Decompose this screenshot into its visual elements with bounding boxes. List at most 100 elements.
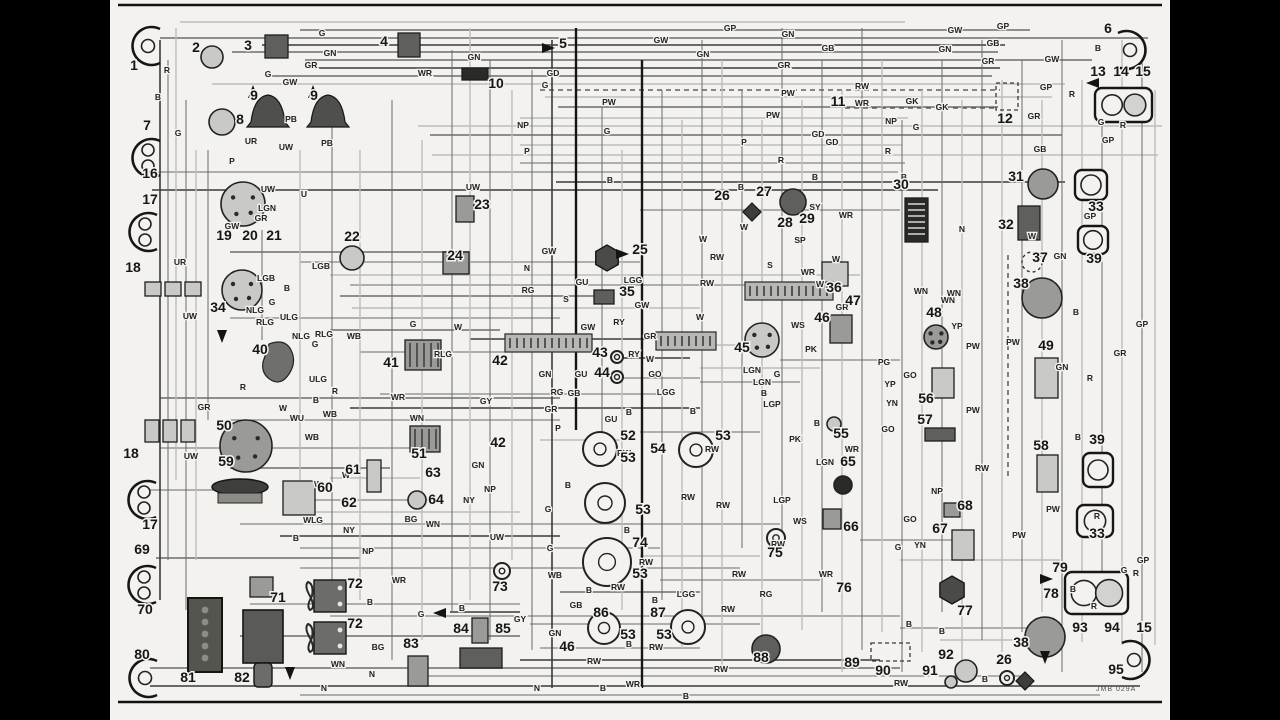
wire-code-label: R [885, 146, 891, 156]
component-number: 25 [632, 241, 648, 257]
component-number: 75 [767, 544, 783, 560]
box-component [249, 576, 274, 598]
component-number: 88 [753, 649, 769, 665]
headlamp-bulb [137, 485, 151, 499]
wire-code-label: NY [343, 525, 355, 535]
wire-code-label: YN [886, 398, 898, 408]
ignition-coil [242, 609, 284, 664]
wire-code-label: GN [1054, 251, 1067, 261]
wire-code-label: GP [1040, 82, 1053, 92]
dashed-box [995, 82, 1019, 111]
wire-code-label: GP [1137, 555, 1150, 565]
wire-code-label: G [312, 339, 319, 349]
lamp-bulb [597, 621, 611, 635]
component-number: 31 [1008, 168, 1024, 184]
wire-code-label: GR [778, 60, 791, 70]
terminal-dot [754, 345, 760, 350]
direction-arrow [285, 667, 295, 680]
terminal-dot [248, 281, 254, 287]
component-number: 28 [777, 214, 793, 230]
wire-code-label: GD [812, 129, 825, 139]
component-number: 89 [844, 654, 860, 670]
component-number: 5 [559, 35, 567, 51]
box-component [924, 427, 956, 442]
horn [305, 94, 351, 128]
component-number: 8 [236, 111, 244, 127]
motor-terminal [337, 585, 343, 591]
component-number: 94 [1104, 619, 1120, 635]
wire-code-label: B [624, 525, 630, 535]
component-number: 17 [142, 516, 158, 532]
wire-code-label: RW [587, 656, 602, 666]
wire-code-label: G [913, 122, 920, 132]
wire-code-label: WR [845, 444, 859, 454]
component-number: 84 [453, 620, 469, 636]
battery-cell [201, 642, 209, 650]
component-symbol [744, 322, 780, 358]
wire-code-label: WN [947, 288, 961, 298]
wire-code-label: WN [331, 659, 345, 669]
headlamp-shell [128, 211, 158, 253]
wire-code-label: G [1098, 117, 1105, 127]
component-number: 30 [893, 176, 909, 192]
component-number: 68 [957, 497, 973, 513]
component-number: 92 [938, 646, 954, 662]
direction-arrow [542, 43, 555, 53]
wire-code-label: R [1120, 120, 1126, 130]
component-number: 53 [656, 626, 672, 642]
wire-code-label: RW [771, 539, 786, 549]
hex-component [595, 244, 619, 272]
component-number: 90 [875, 662, 891, 678]
wire-code-label: PK [789, 434, 802, 444]
box-component [164, 281, 182, 297]
component-symbol [219, 419, 273, 473]
component-number: 10 [488, 75, 504, 91]
direction-arrow [433, 608, 446, 618]
wire-code-label: GN [549, 628, 562, 638]
fan-motor [313, 579, 347, 613]
wire-code-label: WR [418, 68, 432, 78]
box-component [904, 197, 929, 243]
wire-code-label: B [1073, 307, 1079, 317]
component-number: 59 [218, 453, 234, 469]
component-number: 23 [474, 196, 490, 212]
wire-code-label: PW [1046, 504, 1061, 514]
wire-code-label: B [652, 595, 658, 605]
wire-code-label: W [696, 312, 705, 322]
component-number: 18 [125, 259, 141, 275]
component-number: 74 [632, 534, 648, 550]
wire-code-label: GW [581, 322, 597, 332]
wire-code-label: NY [463, 495, 475, 505]
wire-code-label: PW [966, 405, 981, 415]
component-number: 33 [1089, 525, 1105, 541]
wire-code-label: GB [1034, 144, 1047, 154]
tail-lamp-bulb [1126, 652, 1142, 668]
component-number: 36 [826, 279, 842, 295]
wire-code-label: N [524, 263, 530, 273]
component-number: 18 [123, 445, 139, 461]
component-number: 51 [411, 445, 427, 461]
battery-cell [201, 654, 209, 662]
component-number: 27 [756, 183, 772, 199]
component-number: 47 [845, 292, 861, 308]
wire-code-label: WB [305, 432, 319, 442]
component-number: 76 [836, 579, 852, 595]
wire-code-label: R [1069, 89, 1075, 99]
wire-code-label: R [164, 65, 170, 75]
terminal-dot [928, 331, 933, 336]
wire-code-label: LGB [312, 261, 330, 271]
wire-code-label: LGG [624, 275, 643, 285]
component-number: 14 [1113, 63, 1129, 79]
terminal-dot [248, 210, 253, 215]
component-number: 85 [495, 620, 511, 636]
box-component [455, 195, 475, 223]
wire-code-label: RG [522, 285, 535, 295]
wire-code-label: WS [791, 320, 805, 330]
wire-code-label: B [939, 626, 945, 636]
box-component [407, 655, 429, 687]
lamp-bulb [597, 495, 613, 511]
component-symbol [1021, 277, 1063, 319]
wire-code-label: GW [948, 25, 964, 35]
wire-code-label: RW [681, 492, 696, 502]
